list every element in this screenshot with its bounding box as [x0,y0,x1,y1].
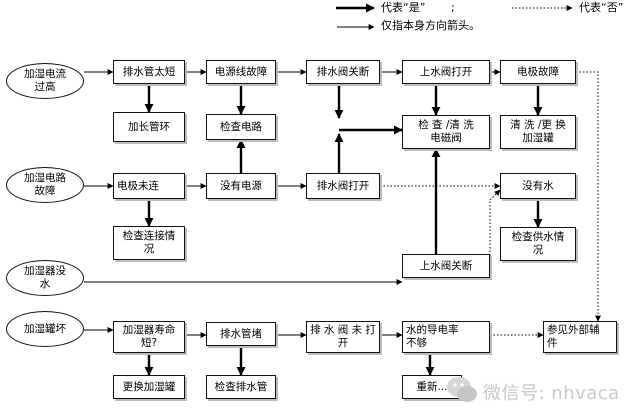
node-check-clean-solenoid-valve: 检 查 /清 洗 电磁阀 [402,115,490,149]
node-fill-valve-open: 上水阀打开 [402,60,490,84]
node-electrode-fault: 电极故障 [500,60,576,84]
node-check-circuit: 检查电路 [206,114,276,140]
node-check-water-supply: 检查供水情 况 [500,227,576,261]
start-cylinder-broken: 加湿罐坏 [6,311,84,347]
watermark: 微信号: nhvaca [443,372,639,410]
node-check-connections: 检查连接情 况 [113,226,185,260]
node-fill-valve-closed: 上水阀关断 [402,254,490,278]
start-no-water: 加湿器没 水 [6,260,84,296]
legend-separator: ; [451,1,455,14]
legend-note-label: 仅指本身方向箭头。 [381,19,480,32]
node-water-conductivity-low: 水的导电率 不够 [402,321,490,353]
node-drain-valve-open: 排水阀打开 [306,173,380,199]
node-power-cable-fault: 电源线故障 [206,60,276,84]
node-no-power: 没有电源 [206,173,276,199]
wechat-logo-icon [447,377,477,402]
node-drain-pipe-too-short: 排水管太短 [113,60,185,84]
start-current-too-high: 加湿电流 过高 [6,63,84,99]
node-extend-pipe-loop: 加长管环 [113,112,185,142]
legend-solid-label: 代表“是” [381,1,426,14]
node-clean-replace-cylinder: 清 洗 /更 换 加湿罐 [500,115,576,149]
node-replace-cylinder: 更换加湿罐 [113,375,185,399]
node-no-water: 没有水 [500,173,576,199]
node-electrode-not-connected: 电极未连 [113,173,185,199]
node-drain-valve-not-open: 排 水 阀 未 打 开 [306,321,380,353]
legend-dotted-label: 代表“否” [579,1,624,14]
node-drain-pipe-blocked: 排水管堵 [206,322,276,346]
node-see-external-accessories: 参见外部辅 件 [543,321,617,353]
node-humidifier-short-life: 加湿器寿命 短? [113,321,185,353]
watermark-text: 微信号: nhvaca [483,383,620,404]
dotted-fillvalve-closed-to-no-water [489,189,501,201]
node-drain-valve-closed: 排水阀关断 [306,60,380,84]
node-check-drain-pipe: 检查排水管 [206,375,276,399]
start-circuit-fault: 加湿电路 故障 [6,167,84,203]
dotted-electrode-to-external [576,71,601,322]
